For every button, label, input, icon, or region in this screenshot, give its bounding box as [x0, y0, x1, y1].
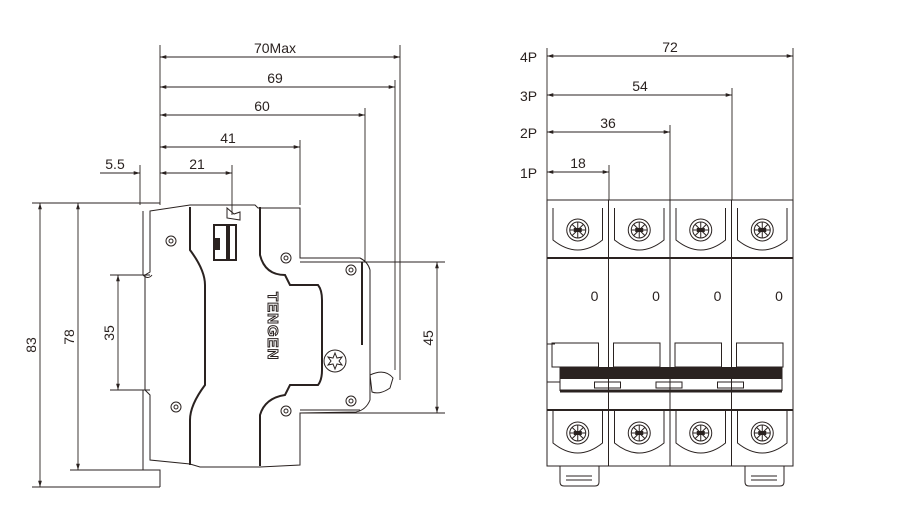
dim-69: 69	[160, 70, 395, 89]
dim-70max: 70Max	[160, 40, 400, 59]
pole-label-1p: 1P	[520, 165, 537, 181]
terminal-screw-icon	[627, 421, 651, 445]
brand-logo: TENGEN	[264, 292, 281, 361]
dim-label-70max: 70Max	[254, 40, 296, 56]
pole-handle	[613, 342, 661, 368]
din-clip-right	[744, 466, 785, 487]
pole-label-2p: 2P	[520, 125, 537, 141]
dim-label-45: 45	[420, 330, 436, 346]
pole-label-3p: 3P	[520, 88, 537, 104]
dim-2p: 2P 36	[520, 115, 670, 141]
terminal-housing	[552, 411, 603, 454]
dim-35: 35	[101, 275, 120, 390]
terminal-housing	[675, 411, 726, 454]
dim-label-83: 83	[23, 337, 39, 353]
handle-bar	[560, 367, 782, 379]
width-label-72: 72	[662, 39, 678, 55]
terminal-screw-icon	[566, 218, 590, 242]
dim-4p: 4P 72	[520, 39, 793, 65]
pole-handle	[736, 342, 784, 368]
terminal-housing	[552, 208, 603, 251]
width-label-18: 18	[570, 155, 586, 171]
terminal-housing	[737, 411, 788, 454]
dim-83: 83	[23, 203, 42, 487]
pole-handle	[551, 342, 599, 368]
terminal-screw-icon	[750, 218, 774, 242]
pole-handle	[674, 342, 722, 368]
handle-lever	[369, 371, 394, 394]
off-mark: 0	[591, 288, 599, 304]
dim-label-35: 35	[101, 325, 117, 341]
terminal-housing	[614, 208, 665, 251]
dim-41: 41	[160, 130, 300, 149]
width-label-36: 36	[600, 115, 616, 131]
dim-21: 21	[160, 156, 232, 175]
din-clip-left	[559, 466, 600, 487]
off-mark: 0	[652, 288, 660, 304]
breaker-front-body: 0 0 0 0	[546, 199, 794, 487]
dim-label-41: 41	[220, 130, 236, 146]
dim-label-78: 78	[61, 329, 77, 345]
dim-label-21: 21	[189, 156, 205, 172]
pole-label-4p: 4P	[520, 49, 537, 65]
dim-label-60: 60	[254, 98, 270, 114]
terminal-screw-icon	[689, 218, 713, 242]
breaker-side-body: TENGEN	[142, 204, 394, 487]
dim-78: 78	[61, 203, 80, 470]
terminal-screw-icon	[750, 421, 774, 445]
front-view: 4P 72 3P 54 2P 36 1P 18	[520, 39, 794, 487]
dim-label-69: 69	[267, 70, 283, 86]
dim-5-5: 5.5	[100, 156, 140, 175]
dim-45: 45	[420, 262, 439, 413]
off-mark: 0	[714, 288, 722, 304]
side-view: 70Max 69 60 41 21 5.5	[23, 40, 445, 488]
terminal-housing	[675, 208, 726, 251]
dim-1p: 1P 18	[520, 155, 609, 181]
terminal-housing	[737, 208, 788, 251]
torx-screw-icon	[323, 349, 347, 373]
terminal-housing	[614, 411, 665, 454]
terminal-screw-icon	[689, 421, 713, 445]
off-mark: 0	[775, 288, 783, 304]
terminal-screw-icon	[566, 421, 590, 445]
dim-label-5-5: 5.5	[105, 156, 125, 172]
width-label-54: 54	[632, 78, 648, 94]
terminal-screw-icon	[627, 218, 651, 242]
dim-3p: 3P 54	[520, 78, 732, 104]
dim-60: 60	[160, 98, 365, 117]
